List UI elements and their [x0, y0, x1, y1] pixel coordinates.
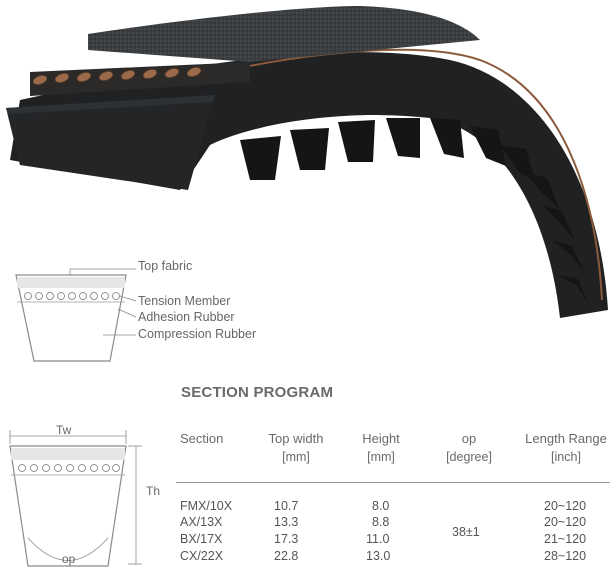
cog-teeth: [240, 118, 588, 303]
layer-label-compression-rubber: Compression Rubber: [138, 327, 257, 341]
cell-top-width-row-4: 22.8: [274, 549, 299, 563]
column-header-length-range: Length Range [inch]: [525, 431, 607, 464]
column-header-height: Height [mm]: [362, 431, 400, 464]
layer-label-top-fabric: Top fabric: [138, 259, 193, 273]
cell-length-range-row-4: 28~120: [544, 549, 587, 563]
cell-top-width-row-1: 10.7: [274, 499, 299, 513]
cell-top-width-row-3: 17.3: [274, 532, 299, 546]
cell-section-row-3: BX/17X: [180, 532, 223, 546]
cell-length-range-row-2: 20~120: [544, 515, 587, 529]
cell-length-range-row-3: 21~120: [544, 532, 587, 546]
layer-label-adhesion-rubber: Adhesion Rubber: [138, 310, 235, 324]
section-program-title: SECTION PROGRAM: [181, 384, 334, 401]
cell-op-merged: 38±1: [452, 525, 480, 539]
tension-cords: [32, 67, 202, 85]
cell-height-row-2: 8.8: [372, 515, 390, 529]
cogged-belt-illustration: [6, 6, 608, 319]
column-header-top-width: Top width [mm]: [268, 431, 324, 464]
table-header-divider: [176, 482, 610, 483]
cell-height-row-3: 11.0: [366, 532, 390, 546]
layer-diagram-svg: [15, 268, 137, 362]
cell-length-range-row-1: 20~120: [544, 499, 587, 513]
dimension-diagram-svg: [9, 430, 142, 567]
column-header-section: Section: [180, 431, 224, 446]
layer-label-tension-member: Tension Member: [138, 294, 231, 308]
cell-height-row-1: 8.0: [372, 499, 390, 513]
section-program-table: Section Top width [mm] Height [mm] op [d…: [176, 428, 614, 568]
dimension-label-angle: op: [62, 552, 76, 566]
cell-top-width-row-2: 13.3: [274, 515, 299, 529]
cell-section-row-2: AX/13X: [180, 515, 223, 529]
cell-section-row-1: FMX/10X: [180, 499, 233, 513]
dimension-label-top-width: Tw: [56, 423, 72, 437]
column-header-op: op [degree]: [446, 431, 492, 464]
cell-height-row-4: 13.0: [366, 549, 391, 563]
dimension-label-height: Th: [146, 484, 161, 498]
cell-section-row-4: CX/22X: [180, 549, 224, 563]
